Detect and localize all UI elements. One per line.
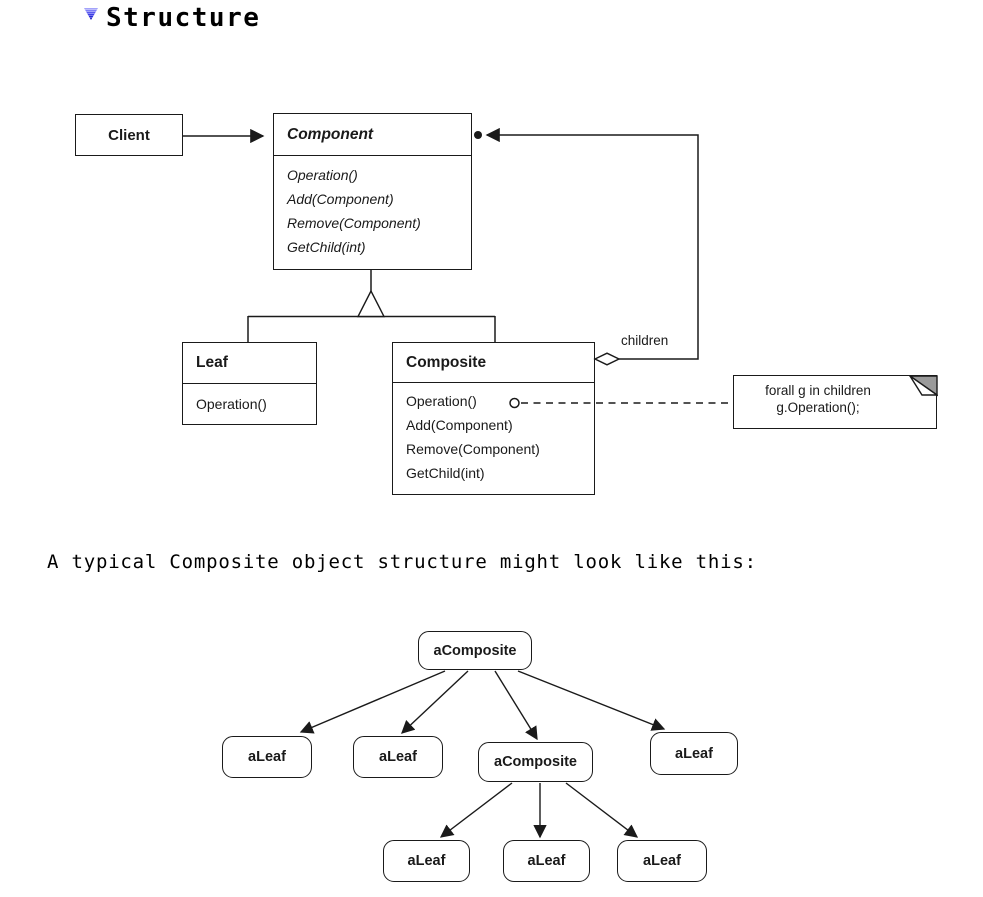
object-node-label: aLeaf [379, 749, 417, 765]
tree-arrow-composite2-leaf6 [565, 782, 639, 838]
object-node-label: aLeaf [248, 749, 286, 765]
component-method: Add(Component) [287, 191, 394, 207]
object-node-leaf2: aLeaf [353, 736, 443, 778]
object-node-leaf3: aLeaf [650, 732, 738, 775]
client-class-box: Client [75, 114, 183, 156]
component-method: Remove(Component) [287, 215, 421, 231]
leaf-class-name: Leaf [183, 343, 316, 384]
section-collapse-triangle-icon[interactable] [84, 8, 98, 21]
inheritance-triangle-icon [356, 289, 386, 318]
object-node-label: aLeaf [643, 853, 681, 869]
client-class-name: Client [108, 126, 150, 144]
component-class-box: Component Operation() Add(Component) Rem… [273, 113, 472, 270]
object-node-leaf4: aLeaf [383, 840, 470, 882]
leaf-method: Operation() [196, 396, 267, 412]
children-association-label: children [621, 333, 669, 348]
composite-class-name: Composite [393, 343, 594, 383]
object-node-root: aComposite [418, 631, 532, 670]
section-title: Structure [106, 3, 261, 33]
component-class-name: Component [274, 114, 471, 156]
component-method: GetChild(int) [287, 239, 366, 255]
object-node-leaf5: aLeaf [503, 840, 590, 882]
note-text-line2: g.Operation(); [776, 400, 860, 415]
leaf-method-list: Operation() [183, 384, 316, 416]
component-method: Operation() [287, 167, 358, 183]
composite-method: GetChild(int) [406, 465, 485, 481]
composite-method-list: Operation() Add(Component) Remove(Compon… [393, 383, 594, 485]
object-node-composite2: aComposite [478, 742, 593, 782]
object-node-label: aLeaf [407, 853, 446, 869]
composite-method: Operation() [406, 393, 477, 409]
composite-method: Add(Component) [406, 417, 513, 433]
composite-method: Remove(Component) [406, 441, 540, 457]
tree-arrow-root-composite2 [494, 670, 538, 741]
composite-class-box: Composite Operation() Add(Component) Rem… [392, 342, 595, 495]
object-node-label: aLeaf [527, 853, 566, 869]
component-method-list: Operation() Add(Component) Remove(Compon… [274, 156, 471, 259]
children-aggregation-line [485, 127, 699, 360]
object-node-label: aComposite [494, 754, 577, 770]
note-box: forall g in children g.Operation(); [733, 374, 938, 429]
object-node-leaf1: aLeaf [222, 736, 312, 778]
note-folded-corner-icon [908, 374, 938, 396]
aggregation-diamond-icon [593, 352, 621, 366]
object-node-label: aComposite [433, 642, 517, 659]
tree-arrow-root-leaf1 [299, 670, 446, 734]
caption-text: A typical Composite object structure mig… [47, 551, 757, 573]
tree-arrow-composite2-leaf4 [439, 782, 513, 838]
tree-arrow-root-leaf2 [401, 670, 469, 734]
tree-arrow-root-leaf3 [517, 670, 666, 731]
object-node-leaf6: aLeaf [617, 840, 707, 882]
leaf-class-box: Leaf Operation() [182, 342, 317, 425]
note-text-line1: forall g in children [765, 383, 871, 398]
multiplicity-many-ball-icon [474, 131, 482, 139]
object-node-label: aLeaf [675, 745, 713, 762]
